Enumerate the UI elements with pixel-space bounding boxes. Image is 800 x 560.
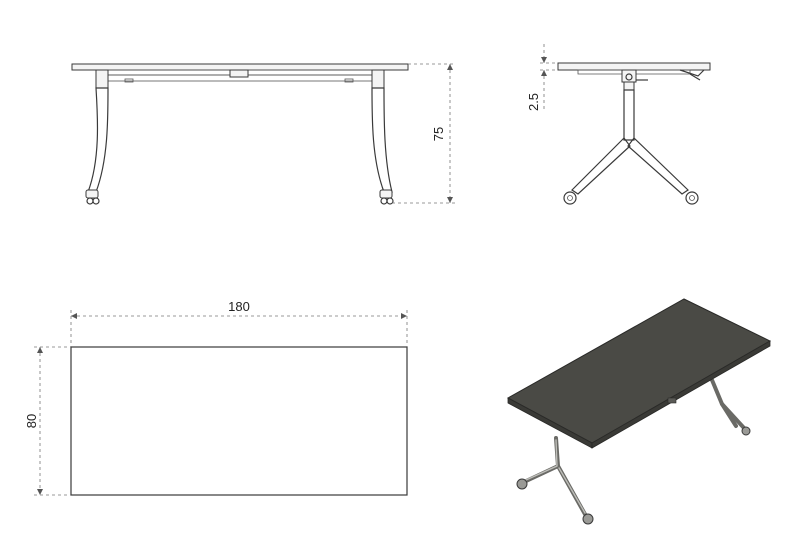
side-post-mount xyxy=(623,81,635,91)
depth-dimension: 80 xyxy=(24,346,71,496)
top-thickness-dimension-label: 2.5 xyxy=(526,93,541,111)
front-leg-right xyxy=(371,87,393,193)
iso-caster-left xyxy=(516,478,528,490)
depth-dimension-label: 80 xyxy=(24,414,39,428)
front-tabletop xyxy=(71,63,409,71)
front-latch xyxy=(229,69,249,78)
side-leg-right xyxy=(627,137,689,195)
top-view-outline xyxy=(70,346,408,496)
height-dimension-label: 75 xyxy=(431,127,446,141)
side-caster-left xyxy=(563,191,577,205)
side-flip-mechanism xyxy=(621,69,705,83)
front-mount-left xyxy=(95,69,109,89)
height-dimension: 75 xyxy=(392,63,456,204)
top-thickness-dimension: 2.5 xyxy=(526,44,558,112)
side-caster-right xyxy=(685,191,699,205)
top-view: 180 80 xyxy=(24,299,408,496)
front-view: 75 xyxy=(71,63,456,205)
side-tabletop xyxy=(557,62,711,71)
iso-leg-front xyxy=(516,436,594,525)
iso-latch xyxy=(667,397,677,404)
length-dimension-label: 180 xyxy=(228,299,250,314)
front-leg-left xyxy=(87,87,109,193)
iso-tabletop-side-edge xyxy=(591,340,771,449)
iso-caster-right xyxy=(582,513,594,525)
front-mount-right xyxy=(371,69,385,89)
side-view: 2.5 xyxy=(526,44,711,205)
front-caster-right xyxy=(379,189,394,205)
iso-leg-back xyxy=(710,378,751,436)
front-bracket-right xyxy=(344,78,354,83)
front-caster-left xyxy=(85,189,100,205)
front-bracket-left xyxy=(124,78,134,83)
side-leg-left xyxy=(571,137,631,195)
side-post xyxy=(623,89,635,141)
isometric-view xyxy=(506,298,772,525)
length-dimension: 180 xyxy=(70,299,408,347)
